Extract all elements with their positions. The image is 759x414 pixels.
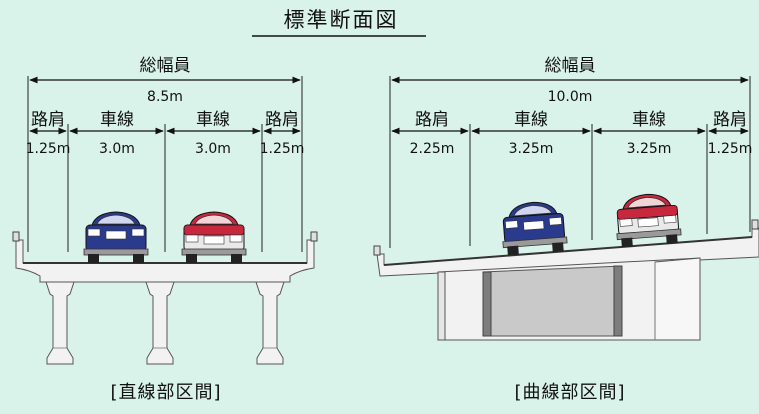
left-lane-label: 車線 [100, 110, 134, 130]
left-lane-width: 3.0m [195, 141, 231, 157]
right-dimension-lines [389, 76, 751, 248]
left-section-caption: [直線部区間] [110, 382, 221, 403]
left-lane-label: 車線 [196, 110, 230, 130]
left-shoulder-label: 路肩 [265, 110, 299, 130]
right-total-width-value: 10.0m [548, 89, 593, 105]
right-pier [255, 281, 285, 365]
right-shoulder-width: 1.25m [708, 141, 753, 157]
right-shoulder-width: 2.25m [410, 141, 455, 157]
left-bridge-girder [12, 231, 318, 283]
left-total-width-value: 8.5m [147, 89, 183, 105]
red-car-curved [613, 191, 683, 249]
left-lane-width: 3.0m [99, 141, 135, 157]
right-lane-label: 車線 [632, 110, 666, 130]
red-car [181, 211, 247, 264]
right-lane-width: 3.25m [509, 141, 554, 157]
left-shoulder-label: 路肩 [31, 110, 65, 130]
right-lane-width: 3.25m [627, 141, 672, 157]
right-shoulder-label: 路肩 [415, 110, 449, 130]
right-section-caption: [曲線部区間] [514, 382, 625, 403]
right-shoulder-label: 路肩 [713, 110, 747, 130]
blue-car [83, 211, 149, 264]
right-bridge-girder [373, 219, 759, 341]
left-total-width-label: 総幅員 [140, 56, 191, 76]
center-pier [145, 281, 175, 365]
right-lane-label: 車線 [514, 110, 548, 130]
left-pier [45, 281, 75, 365]
left-shoulder-width: 1.25m [26, 141, 71, 157]
diagram-title: 標準断面図 [284, 8, 399, 32]
left-shoulder-width: 1.25m [260, 141, 305, 157]
right-total-width-label: 総幅員 [545, 56, 596, 76]
blue-car-curved [499, 199, 569, 257]
left-dimension-lines [27, 76, 303, 252]
